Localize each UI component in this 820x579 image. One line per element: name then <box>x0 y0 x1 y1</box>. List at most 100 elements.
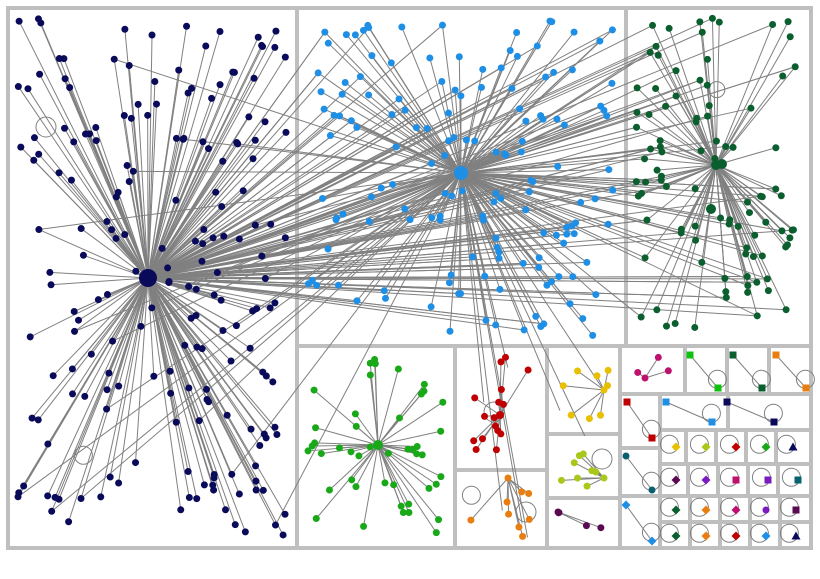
node-small-a-2[interactable] <box>772 351 780 359</box>
node-g4-28[interactable] <box>432 529 440 537</box>
node-g1-73[interactable] <box>281 510 289 518</box>
node-small-14[interactable] <box>732 476 740 484</box>
node-g4-0[interactable] <box>390 481 398 489</box>
node-g1-168[interactable] <box>271 299 279 307</box>
node-g1-55[interactable] <box>199 138 207 146</box>
node-g1-153[interactable] <box>172 134 180 142</box>
hub-g3-b[interactable] <box>717 159 727 169</box>
node-g2-113[interactable] <box>458 187 466 195</box>
node-small-25[interactable] <box>731 531 741 541</box>
node-g2-67[interactable] <box>426 54 434 62</box>
node-g1-176[interactable] <box>233 139 241 147</box>
node-g3-81[interactable] <box>633 123 641 131</box>
node-g1-30[interactable] <box>103 290 111 298</box>
node-g1-27[interactable] <box>152 100 160 108</box>
node-small-13[interactable] <box>701 475 711 485</box>
node-g1-174[interactable] <box>81 130 89 138</box>
node-g1-124[interactable] <box>125 178 133 186</box>
node-g2-47[interactable] <box>364 21 372 29</box>
node-g1-80[interactable] <box>212 188 220 196</box>
node-g1-57[interactable] <box>115 479 123 487</box>
node-g3-58[interactable] <box>696 76 704 84</box>
node-g1-122[interactable] <box>164 264 172 272</box>
node-g1-91[interactable] <box>192 285 200 293</box>
node-g3-27[interactable] <box>783 241 791 249</box>
node-g2-89[interactable] <box>552 231 560 239</box>
node-g1-146[interactable] <box>260 430 268 438</box>
node-g4-44[interactable] <box>413 450 421 458</box>
node-g6-2[interactable] <box>559 382 567 390</box>
hub-g4[interactable] <box>373 440 383 450</box>
node-small-a-4[interactable] <box>662 398 670 406</box>
node-g3-36[interactable] <box>784 18 792 26</box>
node-g1-106[interactable] <box>36 70 44 78</box>
node-small-b-5[interactable] <box>770 418 778 426</box>
node-g3-48[interactable] <box>641 155 649 163</box>
node-g8-7[interactable] <box>467 516 475 524</box>
node-g1-115[interactable] <box>30 134 38 142</box>
node-small-b-1[interactable] <box>758 384 766 392</box>
node-g9-0[interactable] <box>597 524 605 532</box>
node-g3-57[interactable] <box>704 112 712 120</box>
node-g2-21[interactable] <box>365 217 373 225</box>
node-g1-77[interactable] <box>77 225 85 233</box>
node-small-22[interactable] <box>792 506 800 514</box>
node-g3-72[interactable] <box>653 306 661 314</box>
node-g2-5[interactable] <box>451 86 459 94</box>
hub-g1[interactable] <box>139 269 157 287</box>
node-small-27[interactable] <box>791 531 801 540</box>
node-g2-3[interactable] <box>448 192 456 200</box>
node-g1-136[interactable] <box>210 474 218 482</box>
node-g3-49[interactable] <box>726 216 734 224</box>
node-g3-39[interactable] <box>782 306 790 314</box>
node-g2-77[interactable] <box>535 264 543 272</box>
node-g2-36[interactable] <box>570 230 578 238</box>
node-g1-148[interactable] <box>158 244 166 252</box>
node-small-b-3[interactable] <box>648 434 656 442</box>
node-g9-2[interactable] <box>582 522 590 530</box>
node-g3-38[interactable] <box>722 288 730 296</box>
hub-g7[interactable] <box>600 474 608 482</box>
node-g3-40[interactable] <box>641 254 649 262</box>
node-g3-64[interactable] <box>743 198 751 206</box>
node-g5-15[interactable] <box>495 398 503 406</box>
node-g2-142[interactable] <box>353 123 361 131</box>
node-g8-5[interactable] <box>525 489 533 497</box>
node-g2-127[interactable] <box>583 258 591 266</box>
node-g1-29[interactable] <box>112 234 120 242</box>
node-g5-12[interactable] <box>492 446 500 454</box>
node-g3-5[interactable] <box>703 55 711 63</box>
node-g2-147[interactable] <box>356 73 364 81</box>
node-g2-0[interactable] <box>592 291 600 299</box>
node-g1-111[interactable] <box>79 251 87 259</box>
node-g3-94[interactable] <box>742 250 750 258</box>
node-g1-93[interactable] <box>218 202 226 210</box>
node-g2-28[interactable] <box>608 79 616 87</box>
node-g1-173[interactable] <box>74 316 82 324</box>
node-g2-95[interactable] <box>520 326 528 334</box>
node-g3-12[interactable] <box>652 42 660 50</box>
node-g2-90[interactable] <box>482 316 490 324</box>
node-g1-85[interactable] <box>261 118 269 126</box>
node-g4-22[interactable] <box>310 386 318 394</box>
node-g1-17[interactable] <box>55 169 63 177</box>
node-g2-98[interactable] <box>497 194 505 202</box>
node-g3-31[interactable] <box>758 252 766 260</box>
node-g2-69[interactable] <box>450 134 458 142</box>
node-g1-94[interactable] <box>216 28 224 36</box>
node-g2-132[interactable] <box>560 239 568 247</box>
node-g1-154[interactable] <box>256 441 264 449</box>
node-g3-62[interactable] <box>646 48 654 56</box>
node-g1-75[interactable] <box>81 392 89 400</box>
node-g1-18[interactable] <box>129 167 137 175</box>
node-g2-70[interactable] <box>332 216 340 224</box>
node-g1-90[interactable] <box>134 100 142 108</box>
node-g2-123[interactable] <box>387 59 395 67</box>
node-g2-88[interactable] <box>542 73 550 81</box>
node-g8-1[interactable] <box>505 510 513 518</box>
node-g2-73[interactable] <box>388 110 396 118</box>
node-g4-12[interactable] <box>432 480 440 488</box>
node-g2-85[interactable] <box>566 300 574 308</box>
node-g3-74[interactable] <box>786 234 794 242</box>
node-g2-140[interactable] <box>493 243 501 251</box>
